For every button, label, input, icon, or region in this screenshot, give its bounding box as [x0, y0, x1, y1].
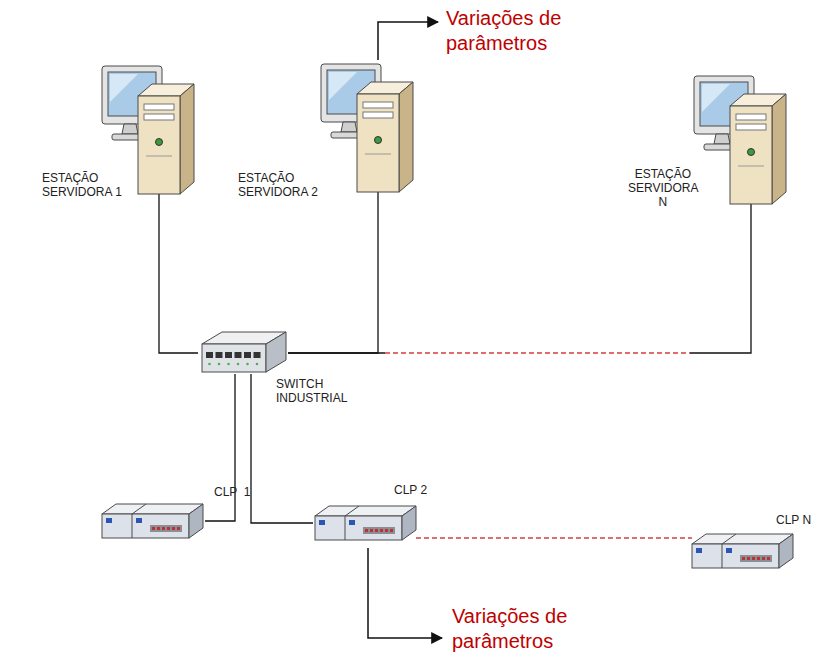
- node-label: CLP 1: [214, 486, 250, 500]
- leader-arrow: [378, 22, 438, 60]
- node-label: SWITCH INDUSTRIAL: [276, 378, 347, 406]
- cable-segment: [288, 192, 378, 353]
- plc-icon: [313, 502, 418, 544]
- node-label: CLP 2: [394, 484, 427, 498]
- node-label: ESTAÇÃO SERVIDORA 1: [42, 172, 132, 200]
- server-station: ESTAÇÃO SERVIDORA 1: [42, 62, 198, 200]
- cable-segment: [690, 204, 751, 353]
- annotation-note: Variações de parâmetros: [452, 604, 587, 654]
- server-station: ESTAÇÃO SERVIDORA 2: [238, 60, 417, 200]
- node-label: CLP N: [776, 514, 811, 528]
- leader-arrow: [368, 548, 442, 638]
- annotation-note: Variações de parâmetros: [446, 6, 581, 56]
- server-station-icon: [690, 72, 790, 207]
- plc-icon: [100, 500, 205, 542]
- plc: CLP 2: [313, 484, 427, 544]
- plc: CLP N: [690, 514, 811, 572]
- plc: CLP 1: [100, 486, 250, 542]
- network-cable: [288, 204, 751, 353]
- network-cable: [416, 538, 692, 539]
- cable-segment: [416, 537, 692, 539]
- network-cable: [288, 192, 378, 353]
- industrial-switch: SWITCH INDUSTRIAL: [198, 328, 347, 406]
- cable-segment: [159, 194, 198, 353]
- cable-segment: [385, 352, 690, 354]
- node-label: ESTAÇÃO SERVIDORA 2: [238, 172, 328, 200]
- cable-segment: [288, 352, 385, 353]
- industrial-switch-icon: [198, 328, 288, 378]
- server-station-icon: [317, 60, 417, 195]
- plc-icon: [690, 530, 795, 572]
- network-cable: [159, 194, 198, 353]
- server-station: ESTAÇÃO SERVIDORA N: [628, 72, 790, 209]
- node-label: ESTAÇÃO SERVIDORA N: [628, 168, 698, 209]
- server-station-icon: [98, 62, 198, 197]
